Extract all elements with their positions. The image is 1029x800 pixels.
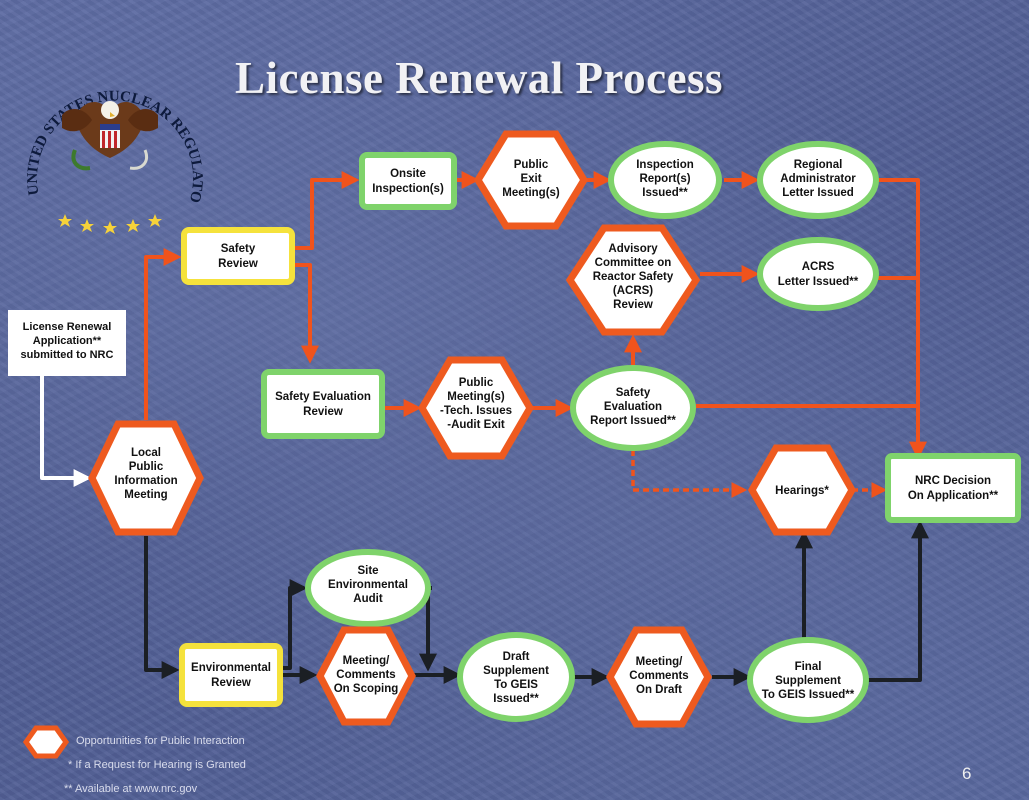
node-comments-draft-line-2: Comments — [629, 670, 688, 682]
node-site-audit-line-3: Audit — [353, 593, 383, 605]
arrow-ser-to-hearings — [631, 450, 748, 498]
node-nrc-decision-line-2: On Application** — [908, 490, 999, 502]
node-inspection-report-line-1: Inspection — [636, 159, 694, 171]
node-draft-supplement-line-4: Issued** — [493, 693, 539, 705]
arrow-env-to-audit — [282, 579, 308, 670]
node-acrs-review-line-5: Review — [613, 299, 653, 311]
node-site-audit: Site Environmental Audit — [305, 549, 431, 627]
legend-public-interaction: Opportunities for Public Interaction — [76, 735, 245, 747]
node-scoping: Meeting/ Comments On Scoping — [316, 626, 416, 726]
node-local-meeting: Local Public Information Meeting — [88, 420, 204, 536]
node-ser-issued-line-1: Safety — [616, 387, 651, 399]
node-acrs-review-line-4: (ACRS) — [613, 285, 653, 297]
node-acrs-review-line-2: Committee on — [595, 257, 672, 269]
node-final-supplement-line-3: To GEIS Issued** — [762, 689, 855, 701]
node-site-audit-line-1: Site — [357, 565, 378, 577]
node-final-supplement-line-1: Final — [795, 661, 822, 673]
node-public-exit-line-1: Public — [514, 159, 549, 171]
node-application-line-3: submitted to NRC — [21, 349, 114, 361]
node-public-meeting-tech-line-2: Meeting(s) — [447, 391, 505, 403]
node-nrc-decision-line-1: NRC Decision — [915, 475, 991, 487]
node-regional-admin: Regional Administrator Letter Issued — [757, 141, 879, 219]
legend-available-note: ** Available at www.nrc.gov — [64, 783, 198, 795]
node-ser-issued-line-2: Evaluation — [604, 401, 662, 413]
node-safety-eval-review-line-2: Review — [303, 406, 343, 418]
node-comments-draft: Meeting/ Comments On Draft — [606, 626, 712, 728]
node-public-exit-line-2: Exit — [520, 173, 541, 185]
connectors — [40, 171, 929, 686]
legend-hexagon-icon — [22, 725, 70, 759]
node-acrs-review-line-1: Advisory — [608, 243, 658, 255]
node-inspection-report: Inspection Report(s) Issued** — [608, 141, 722, 219]
node-acrs-letter: ACRS Letter Issued** — [757, 237, 879, 311]
node-site-audit-line-2: Environmental — [328, 579, 408, 591]
node-public-meeting-tech-line-4: -Audit Exit — [447, 419, 505, 431]
arrow-safety-to-onsite — [294, 171, 360, 250]
node-draft-supplement-line-3: To GEIS — [494, 679, 538, 691]
arrow-final-to-decision — [866, 520, 929, 682]
node-env-review-line-2: Review — [211, 677, 251, 689]
node-safety-eval-review: Safety Evaluation Review — [261, 369, 385, 439]
arrow-audit-to-draft — [419, 586, 437, 672]
seal-text: UNITED STATES NUCLEAR REGULATORY COMMISS… — [0, 0, 205, 204]
slide-title: License Renewal Process — [235, 53, 724, 103]
node-local-meeting-line-3: Information — [114, 475, 177, 487]
node-public-exit: Public Exit Meeting(s) — [473, 130, 589, 230]
node-comments-draft-line-3: On Draft — [636, 684, 682, 696]
node-draft-supplement-line-1: Draft — [503, 651, 530, 663]
node-onsite-inspection-line-1: Onsite — [390, 168, 426, 180]
arrow-meeting-to-safety — [144, 248, 182, 420]
arrow-safety-to-ser-review — [294, 263, 319, 364]
node-local-meeting-line-4: Meeting — [124, 489, 167, 501]
node-safety-review-line-2: Review — [218, 258, 258, 270]
eagle-icon — [62, 101, 158, 171]
node-acrs-review-line-3: Reactor Safety — [593, 271, 674, 283]
nrc-seal: UNITED STATES NUCLEAR REGULATORY COMMISS… — [0, 0, 205, 234]
node-public-exit-line-3: Meeting(s) — [502, 187, 560, 199]
node-application-line-1: License Renewal — [23, 321, 112, 333]
legend-hearing-note: * If a Request for Hearing is Granted — [68, 759, 246, 771]
node-scoping-line-3: On Scoping — [334, 683, 399, 695]
node-inspection-report-line-3: Issued** — [642, 187, 688, 199]
node-local-meeting-line-2: Public — [129, 461, 164, 473]
node-scoping-line-1: Meeting/ — [343, 655, 390, 667]
node-inspection-report-line-2: Report(s) — [639, 173, 690, 185]
node-nrc-decision: NRC Decision On Application** — [885, 453, 1021, 523]
node-public-meeting-tech-line-3: -Tech. Issues — [440, 405, 512, 417]
node-acrs-review: Advisory Committee on Reactor Safety (AC… — [565, 224, 701, 336]
node-application-line-2: Application** — [33, 335, 102, 347]
node-regional-admin-line-3: Letter Issued — [782, 187, 854, 199]
node-final-supplement: Final Supplement To GEIS Issued** — [747, 637, 869, 723]
node-safety-review-line-1: Safety — [221, 243, 256, 255]
node-draft-supplement-line-2: Supplement — [483, 665, 549, 677]
node-draft-supplement: Draft Supplement To GEIS Issued** — [457, 632, 575, 722]
node-safety-review: Safety Review — [181, 227, 295, 285]
arrow-regional-to-decision — [878, 178, 927, 460]
node-comments-draft-line-1: Meeting/ — [636, 656, 683, 668]
node-hearings-line-1: Hearings* — [775, 485, 829, 497]
node-public-meeting-tech-line-1: Public — [459, 377, 494, 389]
node-env-review: Environmental Review — [179, 643, 283, 707]
node-regional-admin-line-2: Administrator — [780, 173, 856, 185]
node-application: License Renewal Application** submitted … — [8, 310, 126, 376]
node-final-supplement-line-2: Supplement — [775, 675, 841, 687]
node-onsite-inspection: Onsite Inspection(s) — [359, 152, 457, 210]
arrow-meeting-to-env — [144, 536, 180, 679]
node-scoping-line-2: Comments — [336, 669, 395, 681]
node-acrs-letter-line-1: ACRS — [802, 261, 835, 273]
page-number: 6 — [962, 764, 972, 783]
node-ser-issued-line-3: Report Issued** — [590, 415, 676, 427]
node-hearings: Hearings* — [747, 444, 857, 536]
node-regional-admin-line-1: Regional — [794, 159, 843, 171]
node-env-review-line-1: Environmental — [191, 662, 271, 674]
node-acrs-letter-line-2: Letter Issued** — [778, 276, 859, 288]
node-public-meeting-tech: Public Meeting(s) -Tech. Issues -Audit E… — [417, 356, 535, 460]
node-ser-issued: Safety Evaluation Report Issued** — [570, 365, 696, 451]
node-local-meeting-line-1: Local — [131, 447, 161, 459]
node-onsite-inspection-line-2: Inspection(s) — [372, 183, 444, 195]
arrow-application-to-meeting — [40, 375, 92, 487]
seal-stars-icon — [58, 214, 162, 234]
node-safety-eval-review-line-1: Safety Evaluation — [275, 391, 371, 403]
